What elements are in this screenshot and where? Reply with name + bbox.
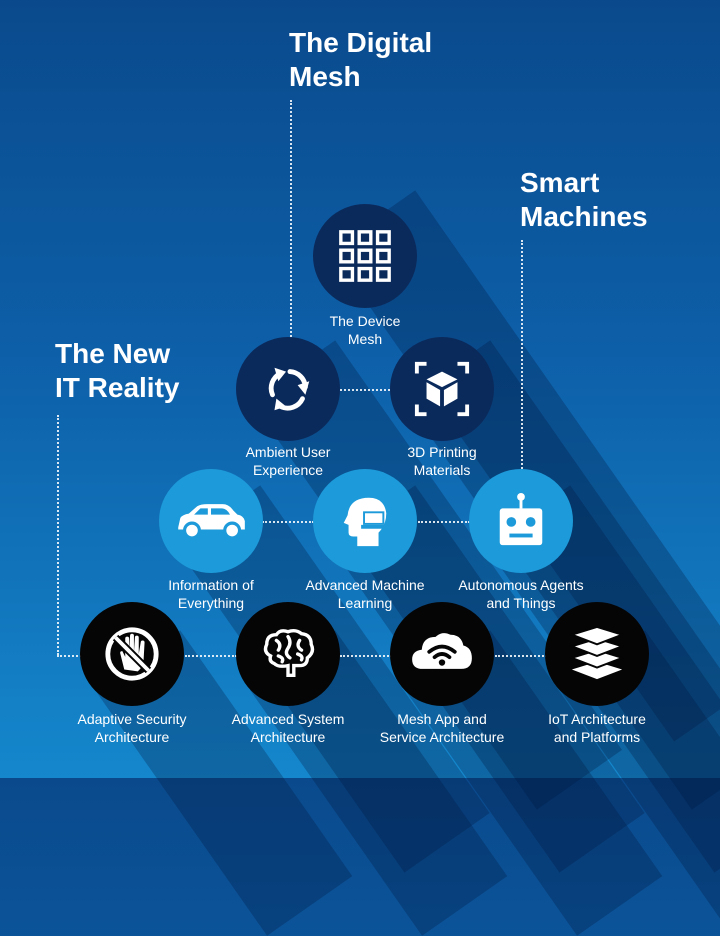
label-mesh-app: Mesh App and Service Architecture [379,711,505,745]
car-icon [178,504,245,540]
node-3d-printing[interactable] [390,337,494,441]
connector-row-3a [262,521,314,523]
node-adaptive-security[interactable] [80,602,184,706]
node-iot[interactable] [545,602,649,706]
node-adv-ml[interactable] [313,469,417,573]
label-3d-printing: 3D Printing Materials [407,444,477,478]
connector-new-it-reality [57,415,59,655]
head-laptop-icon [343,497,389,547]
heading-new-it-reality: The New IT Reality [55,338,180,403]
heading-smart-machines: Smart Machines [520,167,648,232]
label-adv-system: Advanced System Architecture [231,711,345,745]
refresh-cycle-icon [268,367,310,411]
node-mesh-app[interactable] [390,602,494,706]
node-adv-system[interactable] [236,602,340,706]
grid-icon [339,230,391,282]
label-device-mesh: The Device Mesh [329,313,401,347]
connector-digital-mesh [290,100,292,345]
node-info-everything[interactable] [159,469,263,573]
label-autonomous: Autonomous Agents and Things [458,577,584,611]
node-autonomous[interactable] [469,469,573,573]
connector-row-4 [57,655,82,657]
label-adaptive-security: Adaptive Security Architecture [77,711,187,745]
label-ambient-ux: Ambient User Experience [245,444,331,478]
brain-icon [263,628,315,677]
label-iot: IoT Architecture and Platforms [548,711,646,745]
connector-row-2 [340,389,390,391]
heading-digital-mesh: The Digital Mesh [289,27,433,92]
connector-row-3b [418,521,470,523]
connector-smart-machines [521,240,523,480]
robot-icon [499,492,543,546]
label-adv-ml: Advanced Machine Learning [305,577,425,611]
connector-row-4a [185,655,237,657]
node-ambient-ux[interactable] [236,337,340,441]
cube-scan-icon [414,361,470,417]
connector-row-4c [495,655,547,657]
layers-icon [568,625,626,680]
label-info-everything: Information of Everything [168,577,254,611]
node-device-mesh[interactable] [313,204,417,308]
connector-row-4b [340,655,392,657]
blocked-hand-icon [105,627,159,681]
cloud-wifi-icon [412,633,472,669]
